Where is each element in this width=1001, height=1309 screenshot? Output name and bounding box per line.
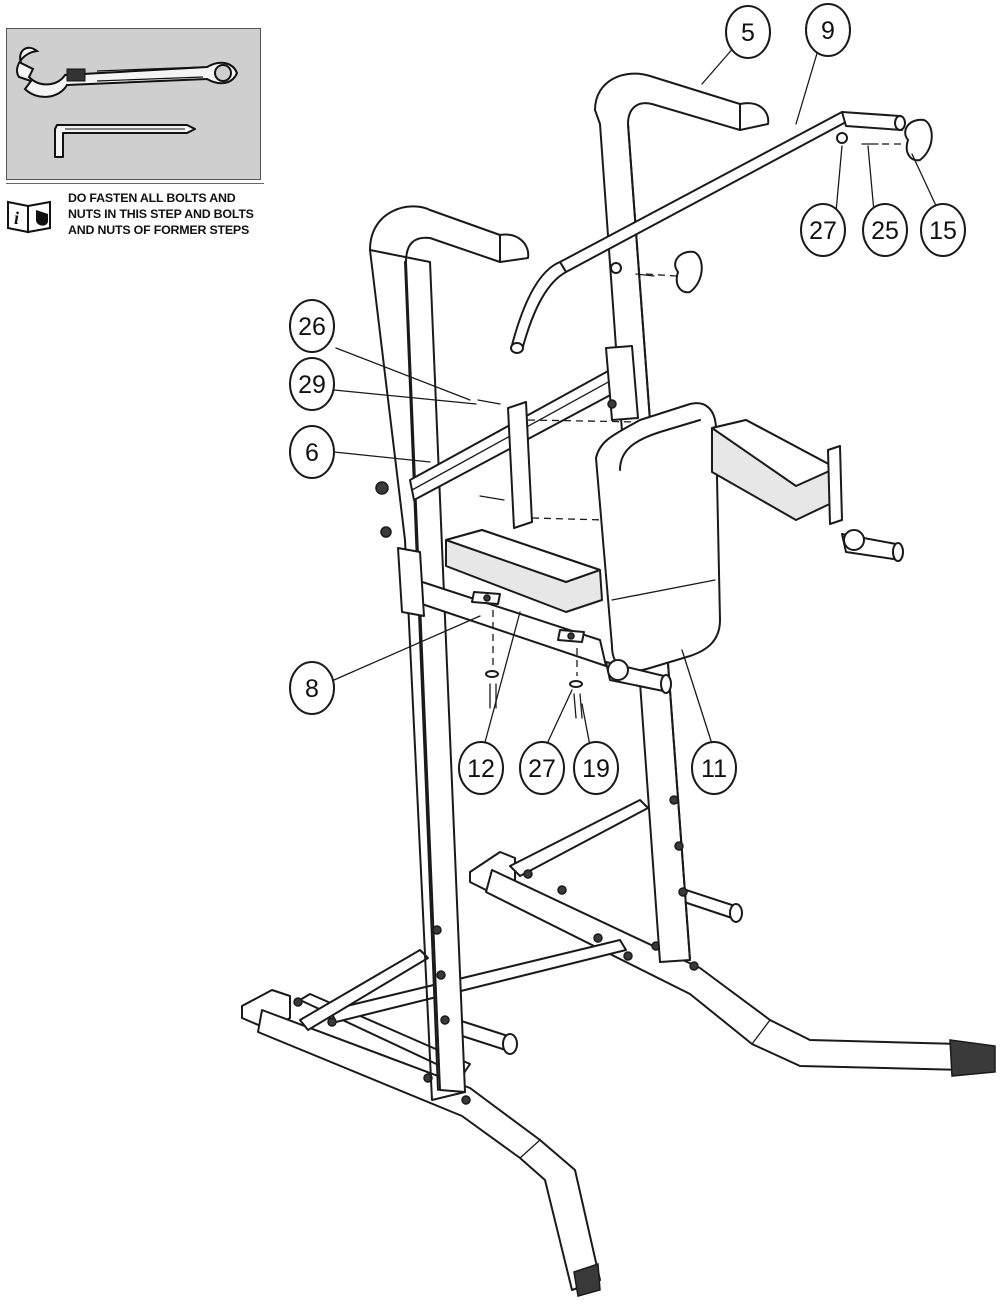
callout-label: 5 xyxy=(741,19,755,47)
callout-label: 11 xyxy=(701,755,727,783)
callout-label: 8 xyxy=(305,675,319,703)
info-manual-icon: i xyxy=(7,200,51,234)
arm-pad-hardware xyxy=(485,610,583,719)
callout-label: 27 xyxy=(528,755,556,783)
backrest-pad xyxy=(595,402,721,672)
notice-text: DO FASTEN ALL BOLTS AND NUTS IN THIS STE… xyxy=(68,190,268,238)
callout-label: 12 xyxy=(467,755,495,783)
notice: i DO FASTEN ALL BOLTS AND NUTS IN THIS S… xyxy=(6,190,266,250)
callout-label: 15 xyxy=(929,217,957,245)
callout-26: 26 xyxy=(289,299,335,353)
callout-8: 8 xyxy=(289,661,335,715)
tools-divider xyxy=(6,183,264,184)
callout-9: 9 xyxy=(805,3,851,57)
hex-key-icon xyxy=(54,124,196,158)
left-arm-pad xyxy=(397,529,607,667)
svg-text:i: i xyxy=(14,208,19,228)
callout-11: 11 xyxy=(691,741,737,795)
notice-line: NUTS IN THIS STEP AND BOLTS xyxy=(68,207,254,221)
leader-lines xyxy=(333,37,939,747)
callout-15: 15 xyxy=(920,203,966,257)
backrest-bracket xyxy=(477,399,641,529)
callout-27: 27 xyxy=(800,203,846,257)
tools-drawing xyxy=(16,46,239,158)
right-arm-pad xyxy=(711,419,843,525)
callout-label: 25 xyxy=(871,217,899,245)
callout-label: 26 xyxy=(298,313,326,341)
callout-12: 12 xyxy=(458,741,504,795)
notice-line: DO FASTEN ALL BOLTS AND xyxy=(68,191,236,205)
callout-29: 29 xyxy=(289,357,335,411)
callout-27-lower: 27 xyxy=(519,741,565,795)
callout-label: 6 xyxy=(305,439,319,467)
callout-label: 29 xyxy=(298,371,326,399)
callout-5: 5 xyxy=(725,5,771,59)
callout-6: 6 xyxy=(289,425,335,479)
handle-grips xyxy=(375,399,904,694)
wrench-icon xyxy=(16,46,239,98)
callout-label: 27 xyxy=(809,217,837,245)
callout-19: 19 xyxy=(573,741,619,795)
tools-panel xyxy=(6,28,261,180)
base-frame xyxy=(241,799,996,1297)
pull-up-bar xyxy=(510,111,933,354)
callout-25: 25 xyxy=(862,203,908,257)
notice-line: AND NUTS OF FORMER STEPS xyxy=(68,223,250,237)
callout-label: 9 xyxy=(821,17,835,45)
callout-label: 19 xyxy=(582,755,610,783)
